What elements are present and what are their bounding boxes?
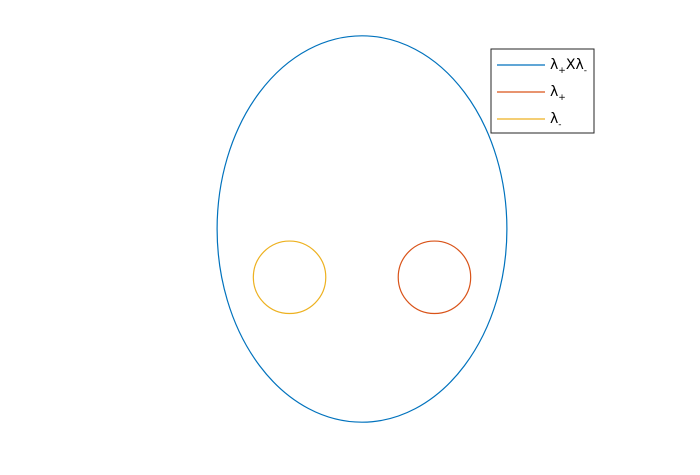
legend-label-product: λ+Xλ- bbox=[550, 57, 587, 76]
curve-plus bbox=[397, 240, 472, 315]
curve-minus bbox=[252, 240, 327, 315]
chart-legend: λ+Xλ- λ+ λ- bbox=[490, 48, 595, 134]
chart-curves bbox=[216, 35, 508, 423]
curve-product bbox=[216, 35, 508, 423]
legend-label-minus: λ- bbox=[550, 111, 562, 130]
legend-label-plus: λ+ bbox=[550, 84, 566, 103]
